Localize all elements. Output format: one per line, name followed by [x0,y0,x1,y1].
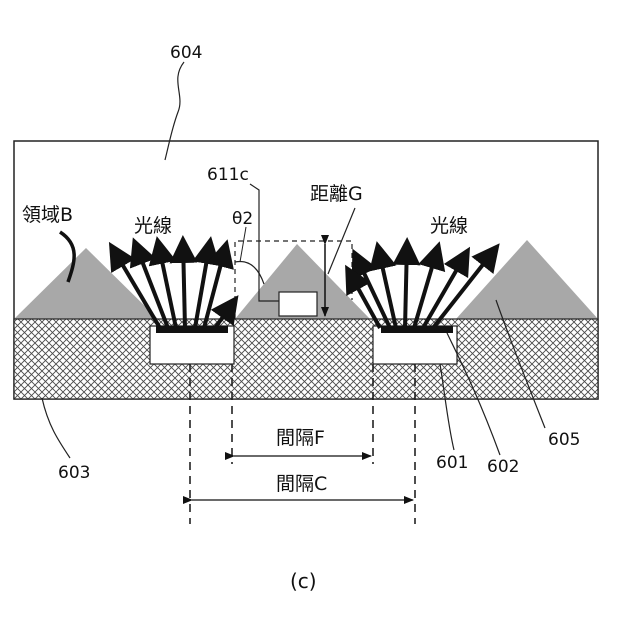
label-substrate: 603 [58,463,90,483]
angle-theta2-arc [235,261,264,284]
label-angle: θ2 [232,209,253,229]
label-light-right: 光線 [430,215,468,237]
label-prism: 605 [548,430,580,450]
substrate-leader [42,398,70,458]
figure-caption: (c) [290,569,317,593]
angle-theta2-leader [240,227,246,262]
label-sensor: 611c [207,165,249,185]
label-region-b: 領域B [22,204,73,226]
label-led-chip: 602 [487,457,519,477]
label-led-package: 601 [436,453,468,473]
led-chip-right [381,326,453,333]
label-spacing-f: 間隔F [276,427,325,449]
prism-right [456,240,598,319]
cover-leader [165,62,184,160]
prism-left [14,248,158,319]
label-light-left: 光線 [134,215,172,237]
label-cover: 604 [170,43,202,63]
substrate-layer [14,319,598,399]
label-distance: 距離G [310,183,363,205]
label-spacing-c: 間隔C [276,473,327,495]
sensor-611c [279,292,317,316]
